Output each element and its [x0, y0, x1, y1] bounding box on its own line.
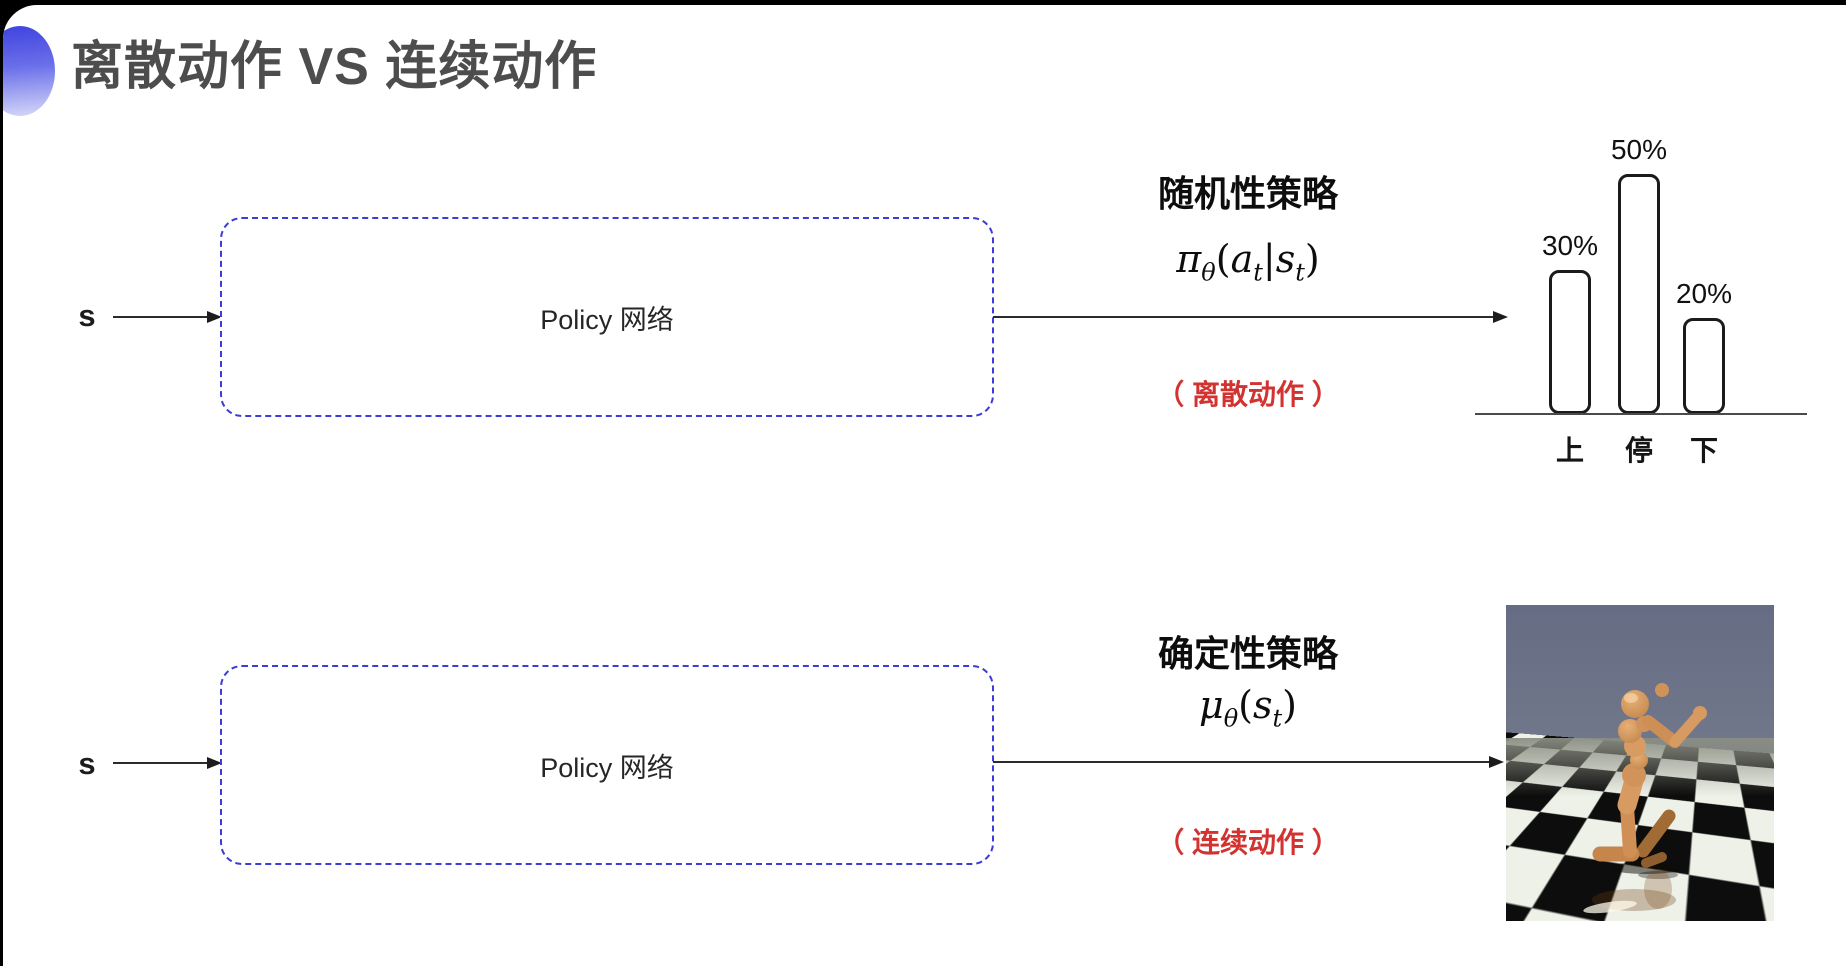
formula-paren: ( [1238, 683, 1253, 727]
prob-bar-up [1549, 270, 1591, 414]
bar-value-label: 30% [1541, 230, 1599, 261]
robot-pelvis [1622, 763, 1646, 787]
policy-network-box-top: Policy 网络 [220, 217, 994, 417]
robot-back-foot [1641, 852, 1667, 868]
formula-subscript: t [1253, 258, 1263, 287]
slide-canvas: 离散动作 VS 连续动作 s Policy 网络 随机性策略 πθ(at|st)… [3, 5, 1846, 966]
bar-group-up: 30% [1542, 230, 1598, 414]
humanoid-robot-figure [1583, 683, 1707, 914]
policy-network-label: Policy 网络 [540, 752, 674, 783]
figure-shadow [1638, 871, 1678, 879]
formula-arg: a [1230, 237, 1254, 281]
state-input-label-bottom: s [78, 746, 96, 781]
formula-subscript: t [1272, 704, 1283, 733]
arrow-head-icon [1489, 756, 1504, 768]
action-probability-chart: 30% 50% 20% [1467, 101, 1811, 415]
formula-subscript: t [1295, 258, 1305, 287]
arrow-head-icon [1493, 311, 1508, 323]
bar-value-label: 20% [1675, 278, 1733, 309]
formula-arg: s [1275, 237, 1296, 281]
floor-reflection [1644, 869, 1672, 909]
arrow-head-icon [207, 757, 222, 769]
formula-symbol: μ [1199, 683, 1224, 727]
robot-upper-chest [1618, 719, 1642, 743]
robot-fist [1693, 706, 1707, 720]
bar-group-down: 20% [1676, 278, 1732, 414]
formula-bar: | [1262, 237, 1276, 281]
chart-baseline [1475, 413, 1807, 415]
arrow-shaft [113, 316, 207, 318]
formula-arg: s [1252, 683, 1273, 727]
axis-label-up: 上 [1555, 435, 1584, 466]
deterministic-policy-formula: μθ(st) [1083, 683, 1413, 731]
formula-paren: ) [1282, 683, 1297, 727]
robot-rear-hand [1655, 683, 1669, 697]
head-highlight [1624, 693, 1638, 703]
title-accent-icon [3, 26, 55, 116]
prob-bar-down [1683, 318, 1725, 414]
policy-network-box-bottom: Policy 网络 [220, 665, 994, 865]
formula-subscript: θ [1201, 258, 1216, 287]
policy-network-label: Policy 网络 [540, 304, 674, 335]
bar-group-stop: 50% [1611, 134, 1667, 414]
robot-back-calf [1636, 809, 1676, 858]
floor-highlight [1583, 900, 1637, 914]
formula-paren: ) [1304, 237, 1320, 281]
discrete-action-note: （ 离散动作 ） [1156, 379, 1340, 410]
stochastic-policy-formula: πθ(at|st) [1083, 237, 1413, 285]
chart-axis-labels: 上 停 下 [1467, 429, 1811, 466]
robot-upper-arm [1642, 715, 1681, 748]
bar-value-label: 50% [1610, 134, 1668, 165]
prob-bar-stop [1618, 174, 1660, 414]
arrow-shaft [113, 762, 207, 764]
humanoid-simulation-image [1506, 605, 1774, 921]
axis-label-down: 下 [1689, 435, 1718, 466]
arrow-shaft [993, 761, 1489, 763]
formula-symbol: π [1176, 237, 1202, 281]
formula-subscript: θ [1223, 704, 1239, 733]
page-title: 离散动作 VS 连续动作 [71, 38, 598, 96]
state-input-label-top: s [78, 298, 96, 333]
formula-paren: ( [1215, 237, 1231, 281]
axis-label-stop: 停 [1624, 435, 1653, 466]
arrow-head-icon [207, 311, 222, 323]
continuous-action-note: （ 连续动作 ） [1156, 827, 1340, 858]
stochastic-policy-title: 随机性策略 [1157, 173, 1338, 214]
arrow-shaft [993, 316, 1493, 318]
robot-forearm [1669, 710, 1704, 748]
deterministic-policy-title: 确定性策略 [1157, 633, 1338, 674]
